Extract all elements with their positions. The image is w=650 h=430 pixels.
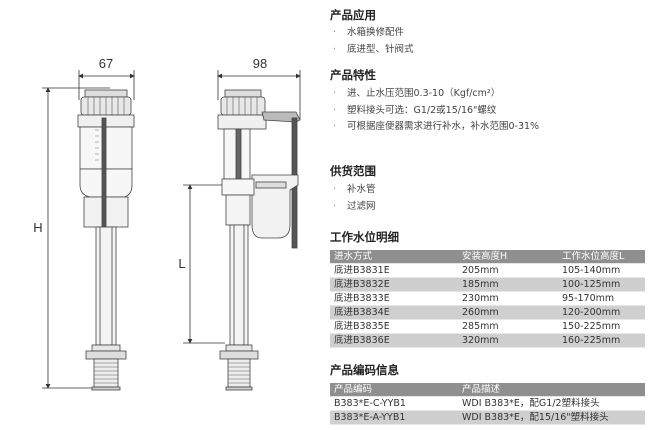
table-header-row: 产品编码 产品描述 [330,383,645,397]
table-cell: 底进B3835E [330,319,458,334]
table-row: 底进B3836E 320mm 160-225mm [330,333,645,348]
table-cell: 120-200mm [558,305,645,320]
table-cell: 底进B3832E [330,277,458,292]
list-item: ·底进型、针阀式 [333,43,414,55]
features-title: 产品特性 [330,68,376,82]
dimension-width-right [217,70,301,120]
table-cell: 105-140mm [558,263,645,278]
water-level-title: 工作水位明细 [330,230,399,244]
table-cell: B383*E-C-YYB1 [330,396,458,411]
application-title: 产品应用 [330,8,376,22]
dimension-width-right-label: 98 [253,56,267,71]
table-row: B383*E-C-YYB1 WDI B383*E，配G1/2塑料接头 [330,396,645,411]
table-cell: 285mm [458,319,558,334]
table-row: 底进B3832E 185mm 100-125mm [330,277,645,292]
table-header-row: 进水方式 安装高度H 工作水位高度L [330,250,645,264]
table-cell: 260mm [458,305,558,320]
dimension-width-left [78,70,135,100]
dimension-height-h [42,87,110,389]
list-item: ·补水管 [333,184,376,195]
table-cell: 230mm [458,291,558,306]
table-cell: 底进B3833E [330,291,458,306]
table-cell: WDI B383*E，配G1/2塑料接头 [458,396,645,411]
table-cell: 320mm [458,333,558,348]
table-cell: 160-225mm [558,333,645,348]
fill-valve-front-view [77,89,135,391]
list-item: ·水箱换修配件 [333,27,405,38]
table-cell: 150-225mm [558,319,645,334]
dimension-height-h-label: H [33,220,42,235]
table-header-cell: 工作水位高度L [558,250,645,264]
supply-list: ·补水管 ·过滤网 [333,182,376,215]
table-cell: WDI B383*E，配15/16"塑料接头 [458,410,645,425]
table-cell: B383*E-A-YYB1 [330,410,458,425]
table-cell: 100-125mm [558,277,645,292]
technical-drawing: 67 H [33,56,301,391]
table-header-cell: 产品编码 [330,383,458,397]
list-item: ·过滤网 [333,200,376,212]
table-cell: 205mm [458,263,558,278]
application-list: ·水箱换修配件 ·底进型、针阀式 [333,25,414,58]
list-item: ·塑料接头可选：G1/2或15/16"螺纹 [333,104,497,116]
water-level-table: 进水方式 安装高度H 工作水位高度L 底进B3831E 205mm 105-14… [330,250,645,348]
table-row: 底进B3831E 205mm 105-140mm [330,263,645,278]
dimension-width-left-label: 67 [99,56,113,71]
table-header-cell: 安装高度H [458,250,558,264]
features-list: ·进、止水压范围0.3-10（Kgf/cm²） ·塑料接头可选：G1/2或15/… [333,86,539,136]
list-item: ·进、止水压范围0.3-10（Kgf/cm²） [333,88,501,99]
codes-title: 产品编码信息 [330,363,399,377]
table-row: B383*E-A-YYB1 WDI B383*E，配15/16"塑料接头 [330,410,645,425]
table-cell: 底进B3831E [330,263,458,278]
dimension-height-l-label: L [178,256,185,271]
table-cell: 95-170mm [558,291,645,306]
table-row: 底进B3835E 285mm 150-225mm [330,319,645,334]
table-row: 底进B3834E 260mm 120-200mm [330,305,645,320]
list-item: ·可根据座便器需求进行补水，补水范围0-31% [333,121,540,132]
table-header-cell: 进水方式 [330,250,458,264]
supply-title: 供货范围 [330,164,376,178]
table-row: 底进B3833E 230mm 95-170mm [330,291,645,306]
table-cell: 底进B3834E [330,305,458,320]
table-cell: 底进B3836E [330,333,458,348]
fill-valve-side-view [217,89,301,391]
table-cell: 185mm [458,277,558,292]
codes-table: 产品编码 产品描述 B383*E-C-YYB1 WDI B383*E，配G1/2… [330,383,645,425]
table-header-cell: 产品描述 [458,383,645,397]
